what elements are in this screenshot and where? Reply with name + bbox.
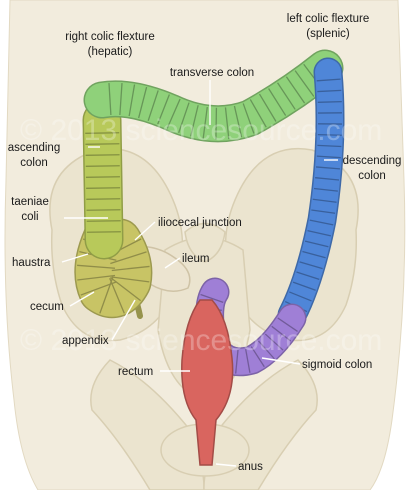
- label-anus: anus: [238, 461, 263, 473]
- cecum-haustra-fold: [99, 277, 114, 314]
- cecum-haustra-fold: [111, 276, 150, 283]
- watermark-text: © 2013 sciencesource.com: [20, 324, 382, 357]
- descending-colon-haustra-fold: [317, 100, 342, 103]
- label-sigmoid-colon: sigmoid colon: [302, 359, 372, 371]
- cecum-haustra-fold: [110, 277, 142, 302]
- descending-colon-haustra-fold: [296, 271, 320, 281]
- descending-colon-haustra-fold: [311, 209, 336, 214]
- label-rectum: rectum: [118, 366, 153, 378]
- transverse-colon-haustra-fold: [137, 86, 148, 119]
- label-transverse-colon: transverse colon: [170, 67, 254, 79]
- sigmoid-colon-haustra-fold: [245, 349, 251, 373]
- descending-colon-haustra-fold: [313, 187, 338, 192]
- watermark-text: © 2013 sciencesource.com: [20, 114, 382, 147]
- transverse-colon-haustra-fold: [157, 94, 170, 125]
- transverse-colon-haustra-fold: [128, 84, 136, 117]
- cecum-haustra-fold: [109, 278, 125, 314]
- label-ascending-colon: ascending: [8, 142, 60, 154]
- transverse-colon: [85, 51, 342, 141]
- labels: right colic flexture (hepatic) left coli…: [8, 13, 402, 473]
- ascending-colon-haustra-fold: [86, 231, 121, 233]
- label-left-colic-flexure: left colic flexture: [287, 13, 369, 25]
- sigmoid-colon-haustra-fold: [235, 349, 239, 374]
- ascending-colon-haustra-fold: [85, 143, 120, 145]
- ascending-colon: [84, 102, 122, 258]
- transverse-colon-haustra-fold: [242, 103, 255, 134]
- cecum-haustra-fold: [77, 274, 116, 281]
- label-right-colic-flexure-hepatic: (hepatic): [88, 46, 133, 58]
- descending-colon-haustra-fold: [292, 281, 316, 291]
- label-iliocecal-junction: iliocecal junction: [158, 217, 242, 229]
- sigmoid-colon-haustra-fold: [277, 317, 298, 332]
- descending-colon-haustra-fold: [317, 144, 342, 148]
- transverse-colon-haustra-fold: [268, 88, 287, 116]
- descending-colon-haustra-fold: [289, 291, 312, 302]
- transverse-colon-haustra-fold: [249, 99, 267, 128]
- sigmoid-colon-haustra-fold: [258, 340, 275, 360]
- label-taeniae-coli: taeniae: [11, 196, 49, 208]
- label-ascending-colon-2: colon: [20, 157, 48, 169]
- transverse-colon-haustra-fold: [224, 107, 230, 140]
- sigmoid-colon-haustra-fold: [264, 333, 284, 351]
- descending-colon-haustra-fold: [317, 133, 342, 136]
- descending-colon-haustra-fold: [302, 250, 326, 259]
- sigmoid-colon-haustra-fold: [271, 325, 292, 342]
- descending-colon-haustra-fold: [307, 230, 332, 237]
- cecum-haustra-fold: [110, 251, 147, 265]
- descending-colon: [279, 59, 343, 328]
- label-taeniae-coli-2: coli: [21, 211, 38, 223]
- ascending-colon-haustra-fold: [86, 198, 121, 200]
- transverse-colon-haustra-fold: [277, 82, 296, 110]
- transverse-colon-haustra-fold: [285, 76, 306, 104]
- leader-lines: [61, 80, 338, 467]
- descending-colon-haustra-fold: [304, 240, 329, 248]
- transverse-colon-haustra-fold: [178, 102, 190, 134]
- sigmoid-colon-haustra-fold: [200, 293, 224, 304]
- label-ileum: ileum: [182, 253, 209, 265]
- ascending-colon-haustra-fold: [85, 165, 120, 167]
- label-appendix: appendix: [62, 335, 109, 347]
- descending-colon-haustra-fold: [316, 155, 341, 159]
- transverse-colon-haustra-fold: [147, 90, 159, 122]
- descending-colon-haustra-fold: [316, 78, 341, 82]
- sigmoid-colon-haustra-fold: [250, 346, 265, 368]
- label-haustra: haustra: [12, 257, 51, 269]
- ascending-colon-haustra-fold: [85, 176, 120, 178]
- transverse-colon-haustra-fold: [119, 83, 123, 116]
- descending-colon-haustra-fold: [315, 166, 341, 170]
- ascending-colon-haustra-fold: [86, 209, 121, 211]
- cecum-haustra-fold: [77, 264, 116, 269]
- descending-colon-haustra-fold: [299, 261, 323, 270]
- ascending-colon-haustra-fold: [85, 154, 120, 156]
- ascending-colon-haustra-fold: [85, 132, 120, 134]
- label-left-colic-flexure-splenic: (splenic): [306, 28, 350, 40]
- cecum-haustra-fold: [111, 265, 150, 272]
- ascending-colon-haustra-fold: [86, 187, 121, 189]
- transverse-colon-haustra-fold: [190, 105, 199, 137]
- label-right-colic-flexure: right colic flexture: [65, 31, 154, 43]
- transverse-colon-haustra-fold: [233, 105, 243, 138]
- transverse-colon-haustra-fold: [202, 106, 208, 139]
- descending-colon-haustra-fold: [315, 177, 340, 181]
- transverse-colon-haustra-fold: [108, 83, 112, 116]
- descending-colon-haustra-fold: [309, 219, 334, 226]
- transverse-colon-haustra-fold: [166, 98, 181, 129]
- label-descending-colon: descending: [343, 155, 402, 167]
- descending-colon-haustra-fold: [317, 89, 342, 93]
- label-descending-colon-2: colon: [358, 170, 386, 182]
- label-cecum: cecum: [30, 301, 64, 313]
- descending-colon-haustra-fold: [312, 198, 337, 203]
- transverse-colon-haustra-fold: [258, 93, 277, 122]
- transverse-colon-haustra-fold: [294, 70, 315, 97]
- colon: [74, 49, 345, 466]
- ascending-colon-haustra-fold: [86, 220, 121, 222]
- rectum: [181, 299, 234, 466]
